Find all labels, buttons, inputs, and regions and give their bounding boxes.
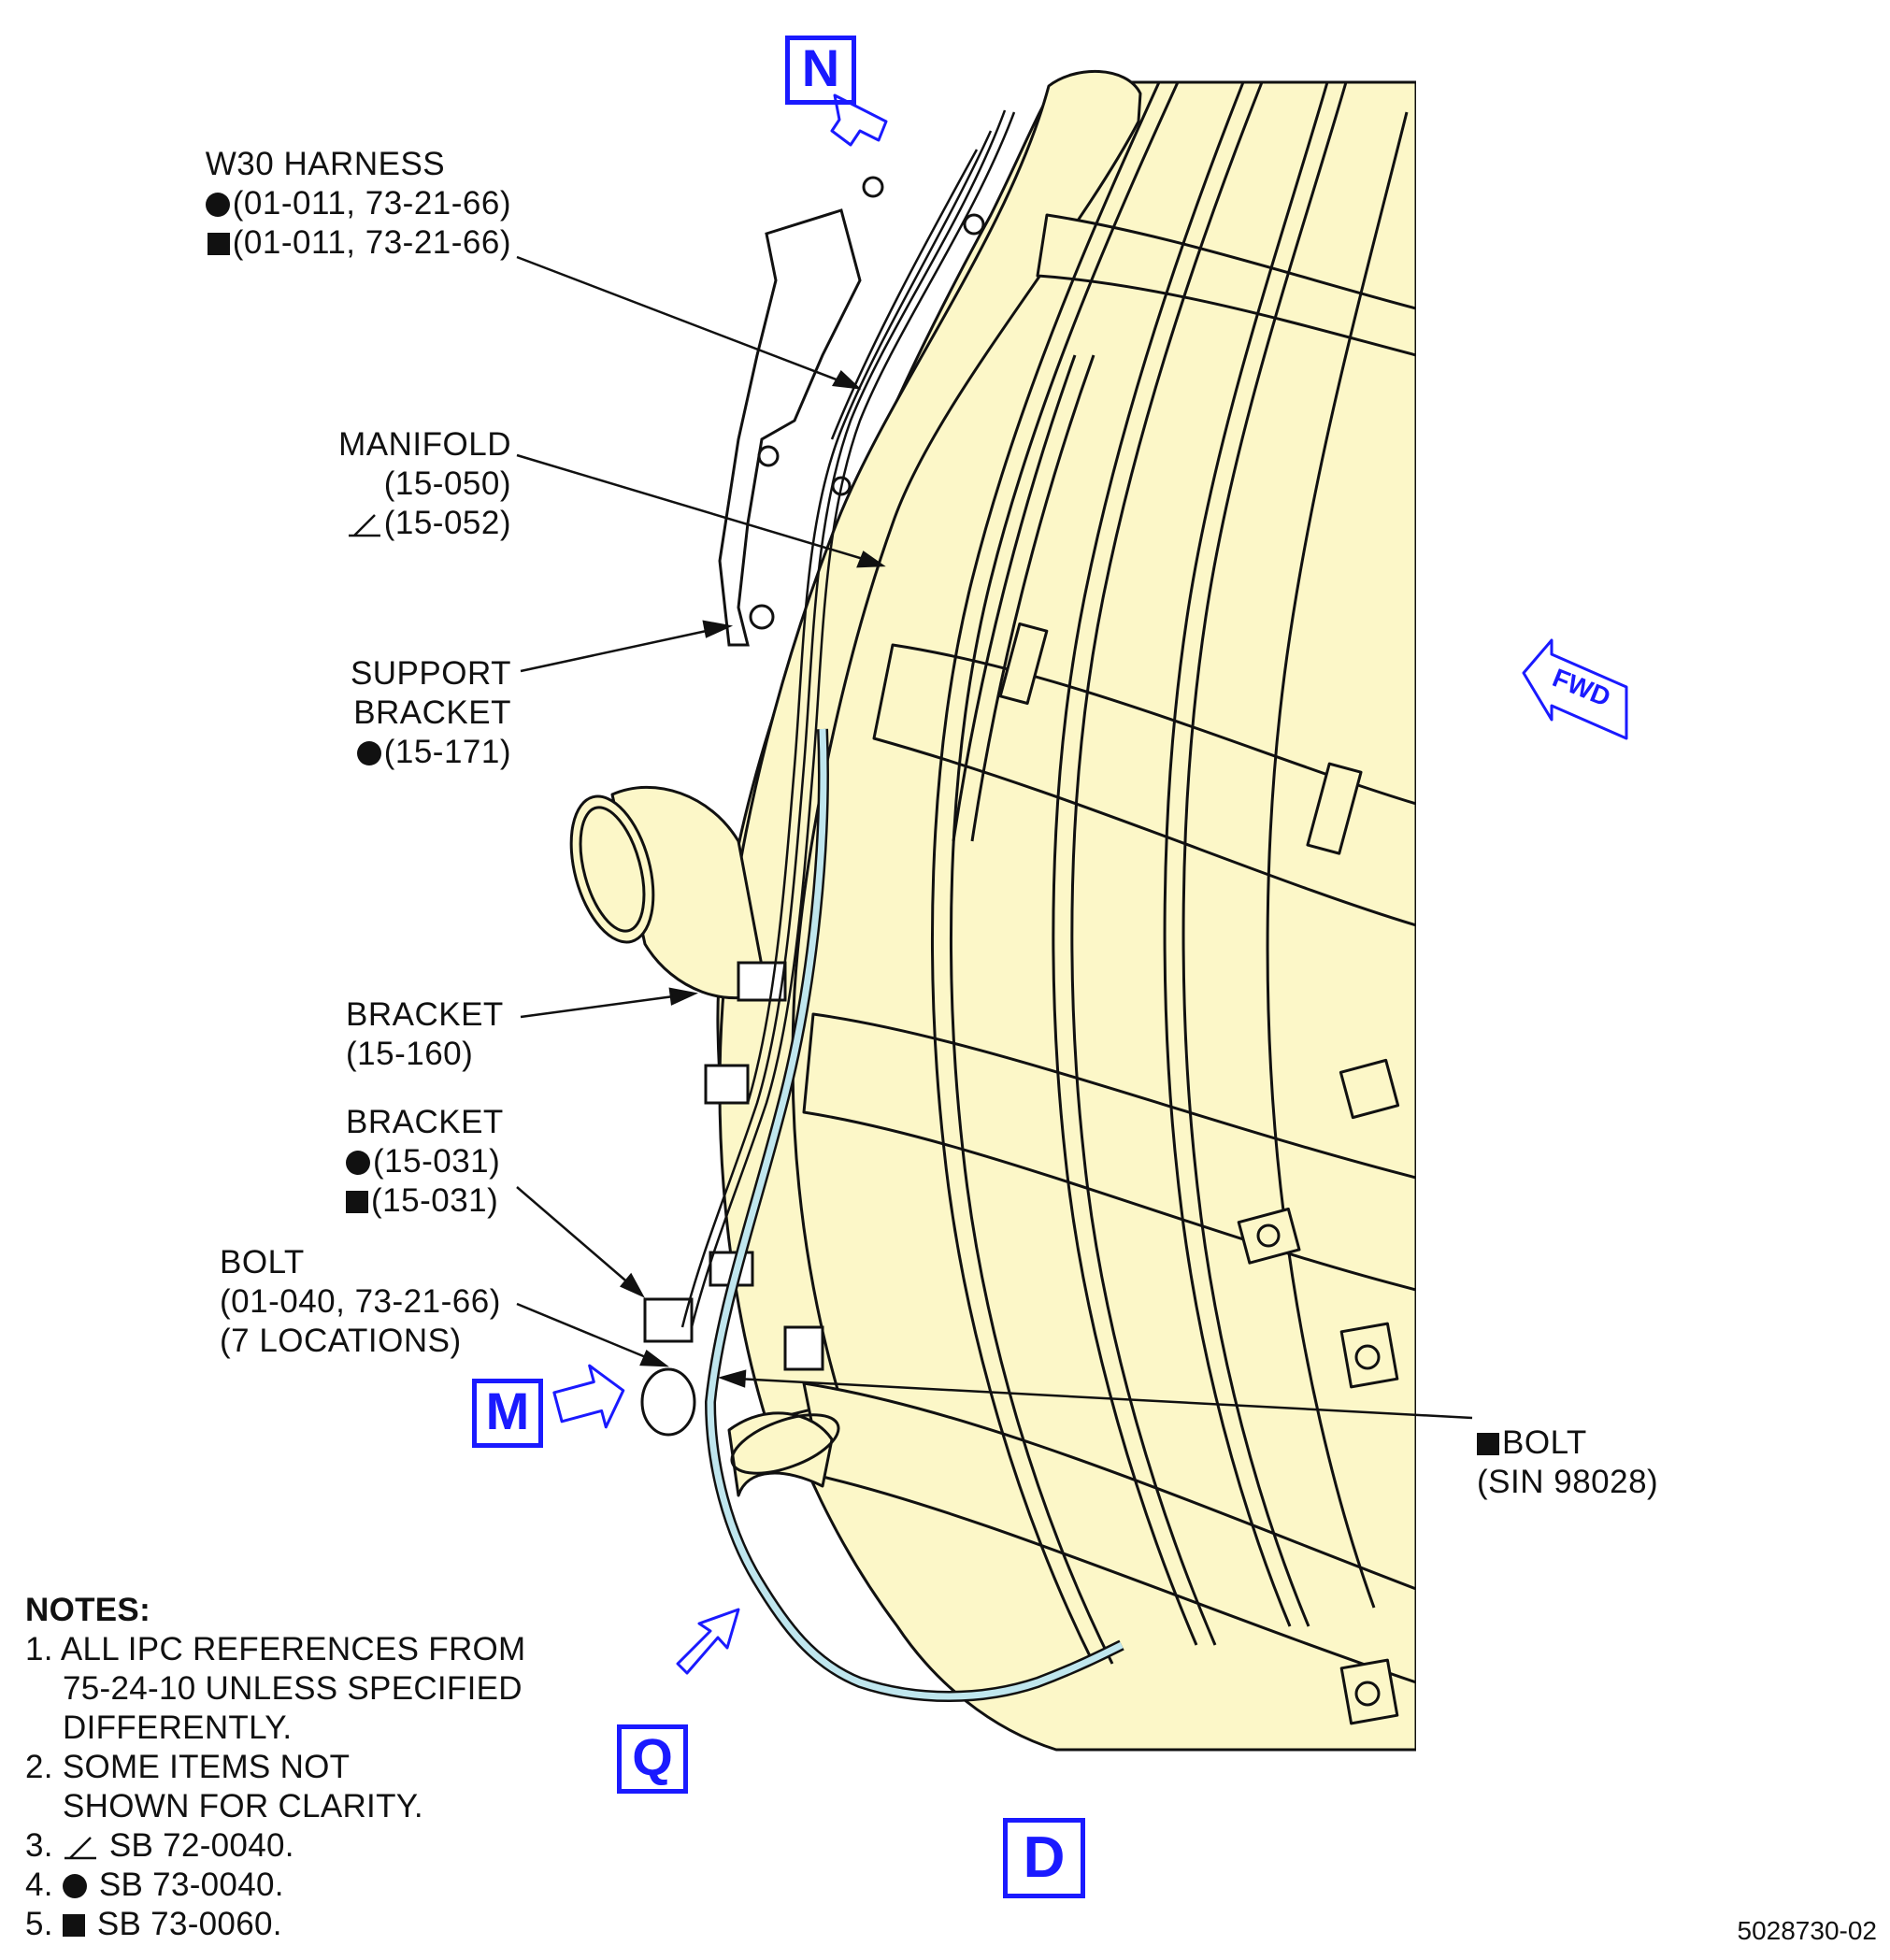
label-bracket-031: BRACKET (15-031) (15-031) [346,1104,504,1219]
note-2: 2. SOME ITEMS NOT [25,1749,351,1785]
band-top [1036,213,1416,357]
figure-number: 5028730-02 [1737,1916,1877,1945]
view-label-d[interactable]: D [1003,1818,1085,1898]
fwd-arrow [1522,638,1628,740]
view-m-arrow [552,1364,625,1429]
exhaust-duct [610,785,768,1000]
view-label-n[interactable]: N [785,36,856,105]
notes-title: NOTES: [25,1592,151,1628]
label-w30-harness: W30 HARNESS (01-011, 73-21-66) (01-011, … [205,146,511,261]
note-3: 3. SB 72-0040. [25,1827,294,1864]
square-symbol-icon [1477,1433,1499,1455]
note-5: 5. SB 73-0060. [25,1906,282,1942]
view-label-m[interactable]: M [472,1379,543,1448]
label-support-bracket: SUPPORT BRACKET (15-171) [350,655,511,770]
view-n-arrow [830,93,888,147]
band-4 [802,1381,1416,1684]
label-manifold: MANIFOLD (15-050) (15-052) [338,426,511,541]
manifold-tube [718,70,1142,1423]
square-symbol-icon [346,1191,368,1213]
label-bracket-160: BRACKET (15-160) [346,996,504,1072]
band-2 [872,643,1416,927]
square-symbol-icon [62,1914,85,1937]
label-bolt-sin: BOLT (SIN 98028) [1477,1424,1659,1500]
notes-block: NOTES: 1. ALL IPC REFERENCES FROM 75-24-… [25,1592,526,1942]
triangle-symbol-icon [64,1837,96,1860]
circle-symbol-icon [356,741,381,765]
view-label-q[interactable]: Q [617,1724,688,1794]
circle-symbol-icon [205,193,230,217]
note-1: 1. ALL IPC REFERENCES FROM [25,1631,526,1667]
label-bolt-01040: BOLT (01-040, 73-21-66) (7 LOCATIONS) [220,1244,501,1359]
note-4: 4. SB 73-0040. [25,1867,284,1903]
triangle-symbol-icon [348,514,380,537]
view-q-arrow [676,1608,740,1675]
square-symbol-icon [207,233,230,255]
circle-symbol-icon [346,1151,370,1175]
circle-symbol-icon [62,1874,87,1898]
